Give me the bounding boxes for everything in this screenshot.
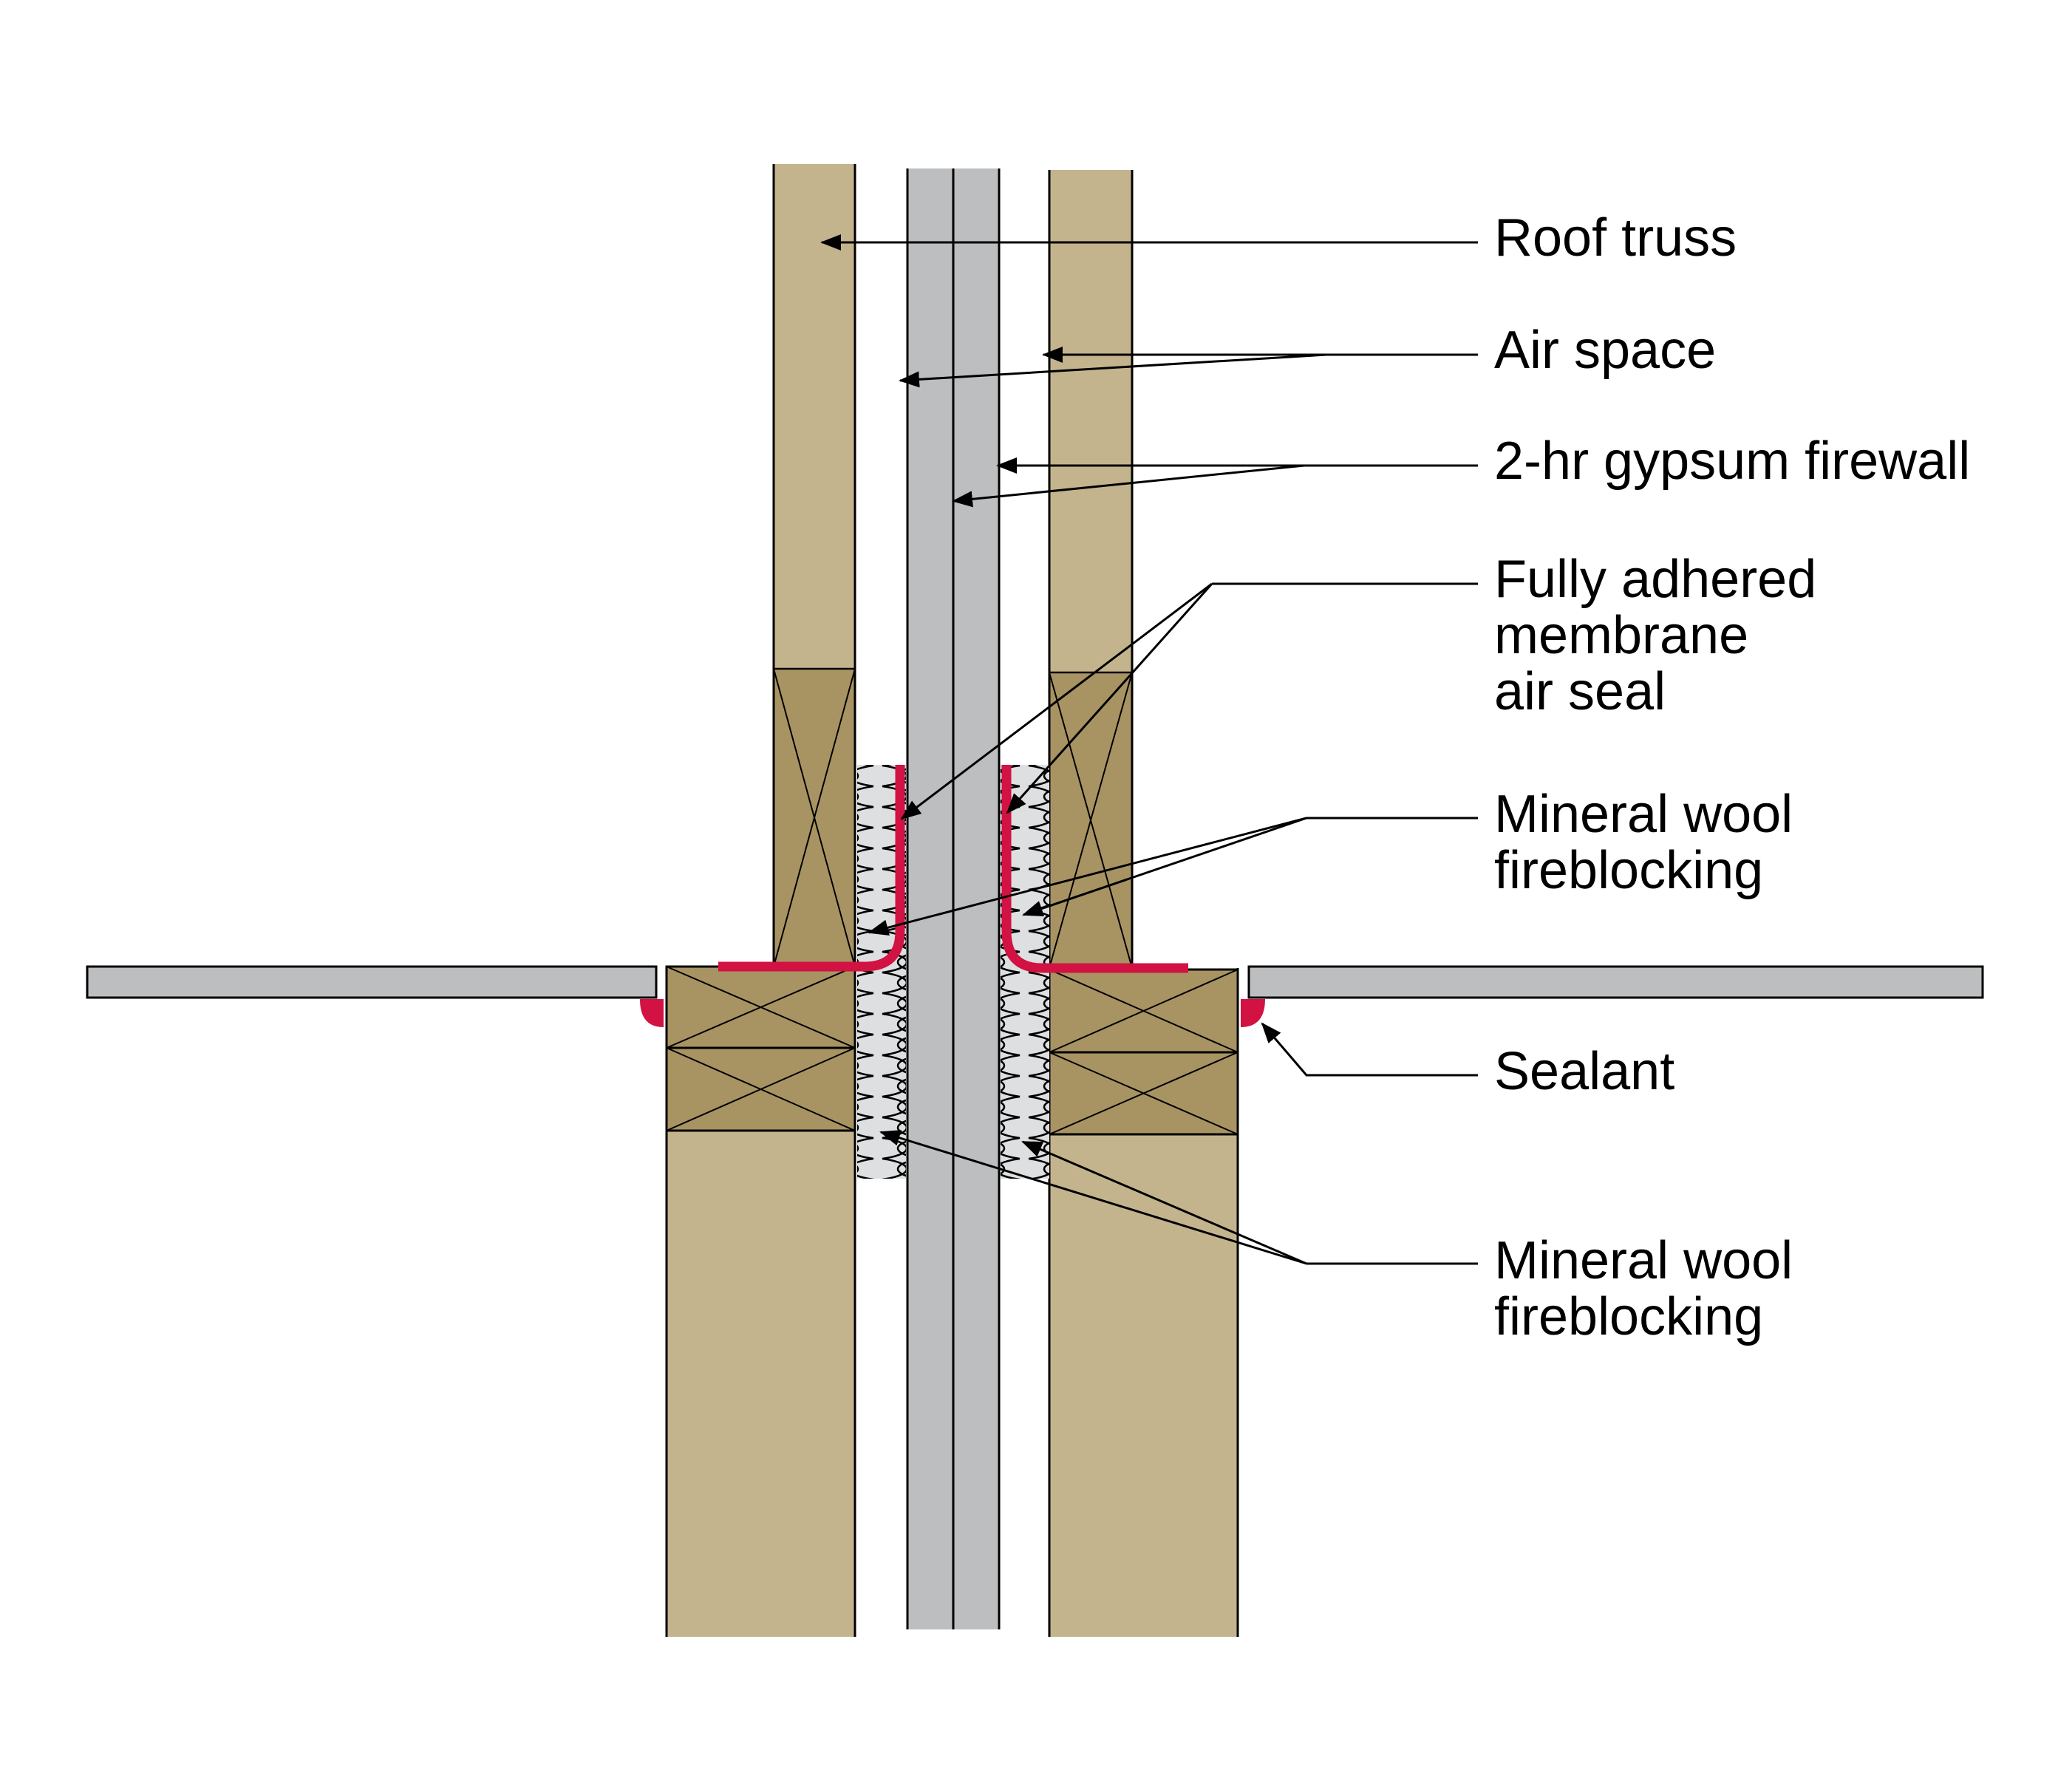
label-wool-lower-line1: Mineral wool [1494, 1231, 1793, 1290]
sealant-left [640, 999, 664, 1027]
leader-membrane-right [1006, 583, 1213, 814]
roof-truss-left [774, 164, 855, 669]
leader-wool-lower-right [1021, 1140, 1307, 1265]
label-air-space: Air space [1494, 321, 1716, 380]
label-wool-lower-line2: fireblocking [1494, 1287, 1763, 1346]
label-membrane-line2: membrane [1494, 606, 1748, 665]
top-plate-left [665, 965, 856, 1132]
sealant-right [1241, 999, 1265, 1027]
label-gypsum-firewall: 2-hr gypsum firewall [1494, 432, 1970, 491]
leader-wool-lower-left [879, 1130, 1307, 1265]
leader-wool-upper-left [868, 817, 1307, 936]
ceiling-board-right [1247, 965, 1984, 999]
lower-stud-right [1049, 1134, 1238, 1637]
ceiling-board-left [86, 965, 658, 999]
label-sealant: Sealant [1494, 1042, 1674, 1101]
label-membrane-line1: Fully adhered [1494, 550, 1816, 609]
membrane-air-seal-right [1001, 765, 1188, 973]
leader-firewall-inner [952, 464, 1305, 508]
leader-air-space-left [899, 353, 1327, 388]
roof-truss-right [1049, 170, 1132, 672]
truss-block-right [1048, 671, 1134, 970]
leader-sealant [1261, 1022, 1478, 1077]
label-roof-truss: Roof truss [1494, 208, 1737, 268]
membrane-air-seal-left [718, 765, 905, 972]
label-wool-upper-line2: fireblocking [1494, 841, 1763, 900]
label-wool-upper-line1: Mineral wool [1494, 785, 1793, 844]
label-membrane-line3: air seal [1494, 662, 1666, 721]
top-plate-right [1048, 968, 1239, 1136]
truss-block-left [772, 667, 856, 968]
lower-stud-left [667, 1131, 855, 1637]
leader-membrane-left [900, 582, 1213, 820]
leader-wool-upper-right [1022, 817, 1307, 916]
